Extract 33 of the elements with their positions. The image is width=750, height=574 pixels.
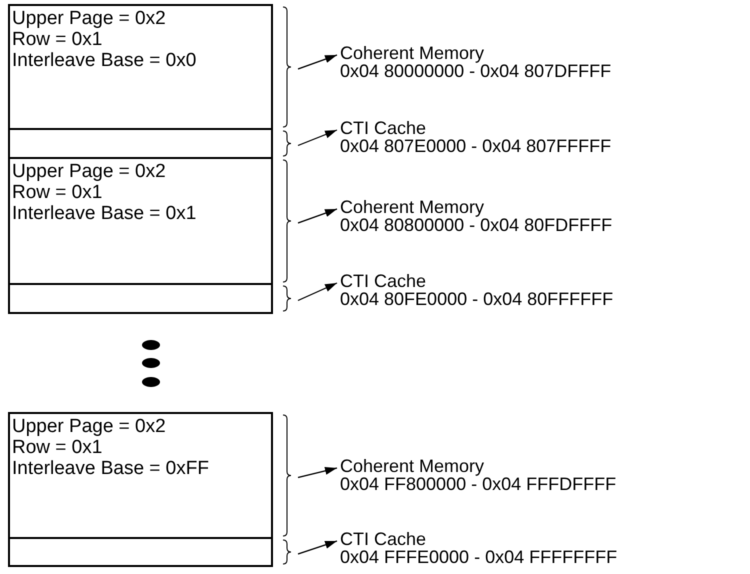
field-value: Row = 0x1	[12, 437, 102, 458]
field-value: Row = 0x1	[12, 182, 102, 203]
address-range: 0x04 80800000 - 0x04 80FDFFFF	[340, 216, 612, 234]
address-range: 0x04 80000000 - 0x04 807DFFFF	[340, 62, 612, 80]
field-value: Row = 0x1	[12, 29, 102, 50]
arrow	[298, 129, 338, 146]
address-range: 0x04 FF800000 - 0x04 FFFDFFFF	[340, 475, 616, 493]
memory-region-box	[8, 157, 273, 285]
region-name: Coherent Memory	[340, 44, 484, 62]
field-value: Interleave Base = 0x0	[12, 50, 196, 71]
field-value: Upper Page = 0x2	[12, 416, 166, 437]
field-value: Interleave Base = 0x1	[12, 203, 196, 224]
arrow	[298, 466, 338, 478]
arrow	[298, 540, 338, 555]
field-value: Interleave Base = 0xFF	[12, 458, 209, 479]
cache-region-box	[8, 283, 273, 314]
address-range: 0x04 807E0000 - 0x04 807FFFFF	[340, 137, 612, 155]
address-range: 0x04 80FE0000 - 0x04 80FFFFFF	[340, 290, 614, 308]
region-name: CTI Cache	[340, 119, 426, 137]
cache-region-box	[8, 537, 273, 567]
arrow	[298, 208, 338, 224]
memory-region-box	[8, 412, 273, 539]
region-name: CTI Cache	[340, 272, 426, 290]
arrow	[298, 54, 338, 70]
field-value: Upper Page = 0x2	[12, 8, 166, 29]
region-name: Coherent Memory	[340, 457, 484, 475]
region-name: CTI Cache	[340, 530, 426, 548]
cache-region-box	[8, 128, 273, 159]
field-value: Upper Page = 0x2	[12, 161, 166, 182]
region-name: Coherent Memory	[340, 198, 484, 216]
arrow	[298, 282, 338, 302]
memory-region-box	[8, 4, 273, 130]
address-range: 0x04 FFFE0000 - 0x04 FFFFFFFF	[340, 548, 618, 566]
